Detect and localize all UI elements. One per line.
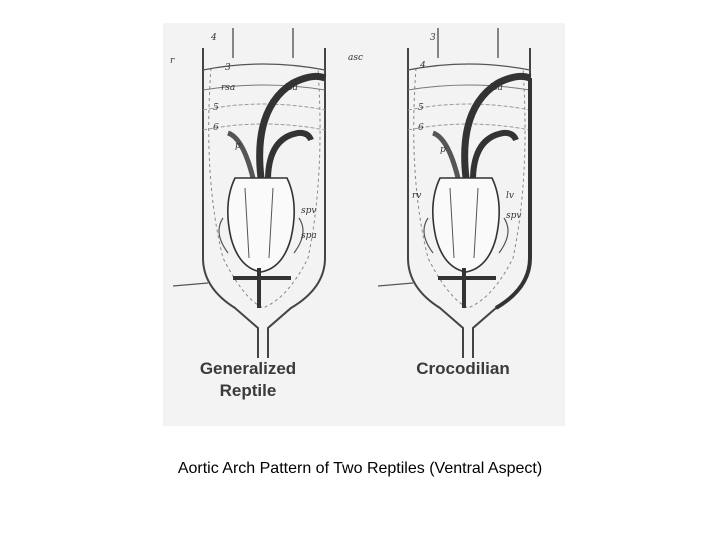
diagram-label-generalized: Generalized Reptile bbox=[199, 359, 297, 400]
annotation: rsa bbox=[221, 83, 235, 93]
figure-panel: 4 3 r rsa lsa 5 6 p spv spa asc 3 4 lsa … bbox=[163, 23, 565, 426]
annotation: p bbox=[235, 141, 241, 151]
annotation: lsa bbox=[285, 83, 298, 93]
annotation: 4 bbox=[419, 61, 426, 71]
annotation: 3 bbox=[430, 33, 436, 43]
annotation: asc bbox=[348, 53, 363, 63]
annotation: spa bbox=[301, 231, 317, 241]
annotation: 5 bbox=[213, 103, 219, 113]
annotation: 6 bbox=[418, 123, 424, 133]
annotation: lsa bbox=[490, 83, 503, 93]
annotation: lv bbox=[506, 191, 514, 201]
annotation: 4 bbox=[210, 33, 217, 43]
generalized-reptile-diagram: 4 3 r rsa lsa 5 6 p spv spa bbox=[170, 28, 325, 358]
crocodilian-diagram: asc 3 4 lsa 5 6 p rv lv spv bbox=[348, 28, 530, 358]
annotation: spv bbox=[506, 211, 521, 221]
annotation: p bbox=[440, 145, 446, 155]
annotation: 3 bbox=[225, 63, 231, 73]
annotation: rv bbox=[412, 191, 421, 201]
annotation: 6 bbox=[213, 123, 219, 133]
diagram-label-crocodilian: Crocodilian bbox=[416, 359, 510, 378]
annotation: 5 bbox=[418, 103, 424, 113]
figure-caption: Aortic Arch Pattern of Two Reptiles (Ven… bbox=[177, 460, 543, 477]
annotation: r bbox=[170, 56, 175, 66]
annotation: spv bbox=[301, 206, 316, 216]
